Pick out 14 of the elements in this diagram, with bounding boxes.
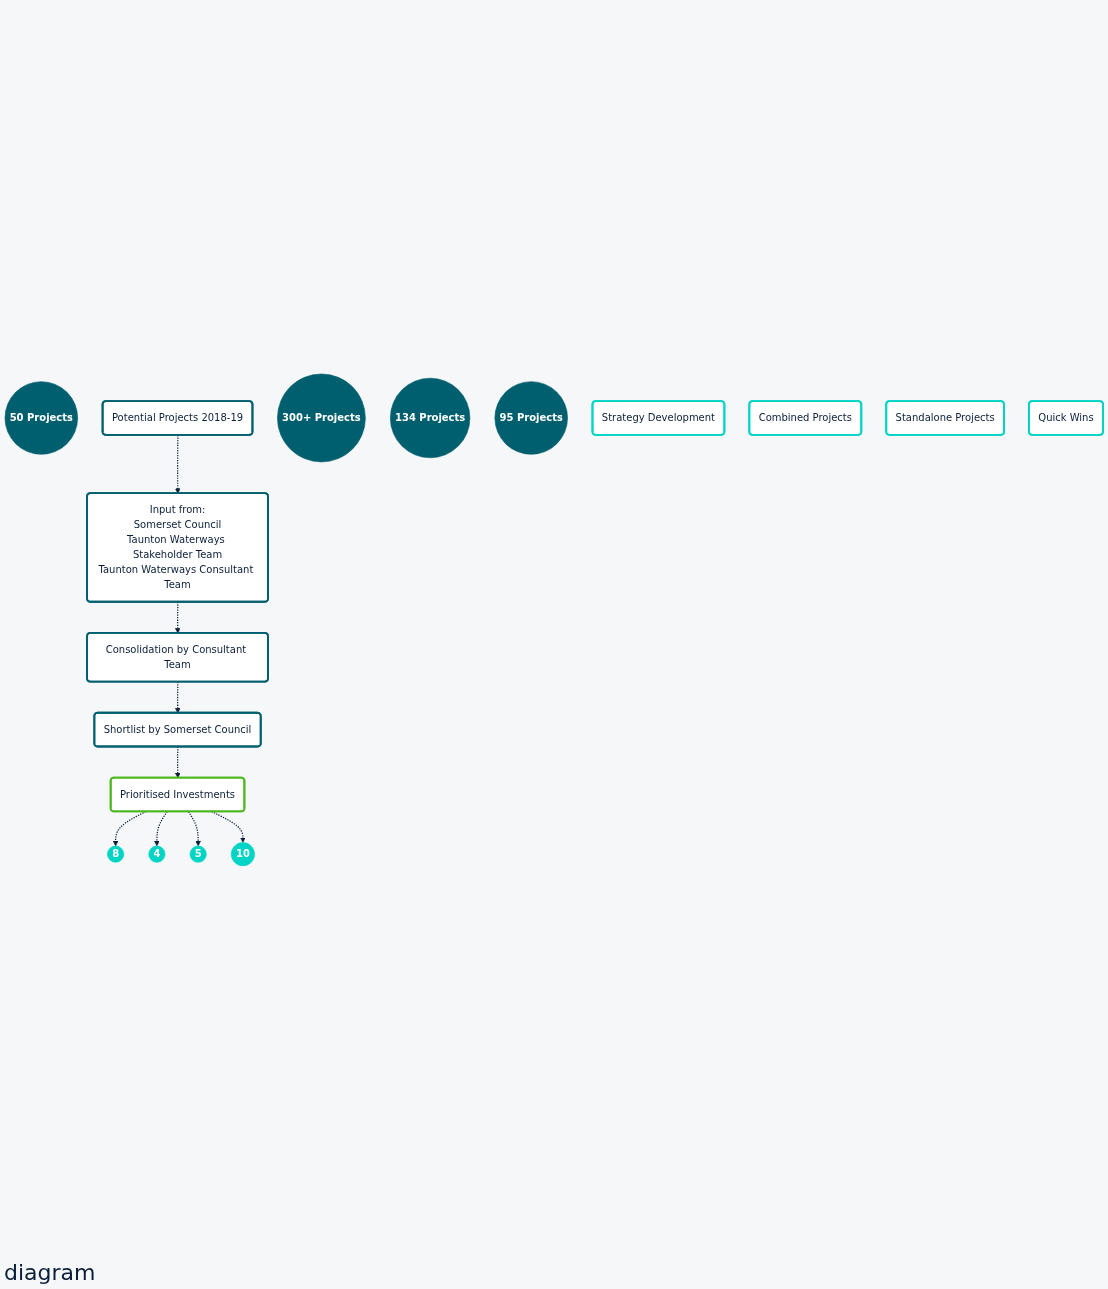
node-circle: 95 Projects (494, 381, 568, 455)
arrow (211, 811, 246, 843)
node-circle: 4 (148, 845, 166, 863)
arrow (154, 811, 168, 847)
node-circle: 8 (107, 845, 125, 863)
node-circle: 50 Projects (4, 381, 78, 455)
arrow (187, 811, 201, 847)
note-text: diagram (4, 1260, 96, 1285)
node-circle: 10 (230, 842, 255, 867)
arrow (175, 746, 181, 779)
node-circle: 134 Projects (390, 377, 471, 459)
node-circle: 300+ Projects (277, 373, 366, 463)
arrow (175, 681, 181, 714)
node-circle: 5 (189, 845, 207, 863)
